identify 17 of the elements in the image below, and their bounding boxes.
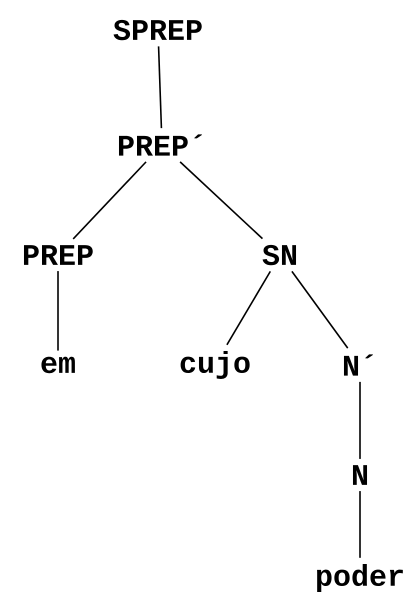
tree-branch: [226, 270, 272, 346]
tree-label: em: [41, 356, 75, 374]
tree-label: PREP: [24, 245, 93, 265]
tree-branch: [57, 271, 59, 351]
tree-label: N: [352, 465, 368, 485]
tree-label: PREP´: [118, 134, 202, 156]
tree-branch: [359, 491, 361, 558]
tree-branch: [180, 161, 263, 240]
tree-label: cujo: [180, 351, 250, 379]
tree-branch: [72, 161, 147, 240]
tree-label: N´: [344, 354, 373, 376]
tree-label: SPREP: [114, 20, 202, 40]
tree-branch: [158, 46, 162, 128]
tree-label: poder: [317, 564, 403, 592]
tree-branch: [359, 382, 361, 459]
tree-label: SN: [262, 244, 296, 266]
tree-branch: [291, 270, 348, 349]
